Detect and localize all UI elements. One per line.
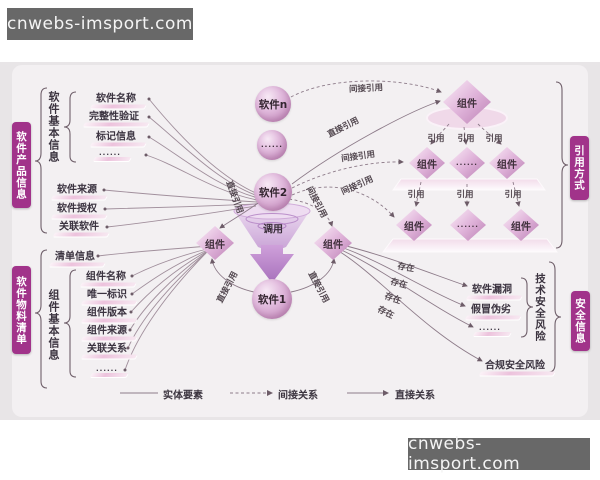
edge-label-ref: 引用	[457, 134, 475, 144]
item-tag-info: 标记信息	[96, 128, 136, 143]
item-product-ellipsis: ......	[99, 149, 121, 157]
item-risk-ellipsis: ......	[479, 324, 501, 332]
edge-label-ref: 引用	[407, 190, 425, 200]
watermark-bottom: cnwebs-imsport.com	[408, 434, 590, 474]
item-compliance-security-risk: 合规安全风险	[485, 357, 545, 372]
edge-label-call: 调用	[263, 224, 283, 236]
label-component-basic-info: 组件基本信息	[47, 289, 60, 361]
item-component-source: 组件来源	[87, 322, 127, 337]
sphere-software-ellipsis: ......	[257, 130, 287, 160]
sphere-software-2: 软件2	[254, 173, 292, 211]
item-counterfeit: 假冒伪劣	[471, 301, 511, 316]
item-component-version: 组件版本	[87, 304, 127, 319]
group-box-software-bom: 软件物料清单	[12, 266, 31, 354]
edge-label-ref: 引用	[427, 134, 445, 144]
watermark-top: cnwebs-imsport.com	[7, 8, 193, 40]
legend-indirect-label: 间接关系	[278, 390, 318, 402]
edge-label-ref: 引用	[485, 134, 503, 144]
item-related-software: 关联软件	[59, 218, 99, 233]
edge-label-ref: 引用	[456, 190, 474, 200]
label-software-basic-info: 软件基本信息	[47, 91, 60, 163]
sphere-software-n: 软件n	[255, 86, 291, 122]
edge-label-indirect-ref: 间接引用	[348, 83, 384, 95]
edge-label-ref: 引用	[504, 190, 522, 200]
item-relation: 关联关系	[87, 340, 127, 355]
group-box-security-info: 安全信息	[571, 291, 590, 351]
item-bom-ellipsis: ......	[96, 365, 118, 373]
group-box-reference-mode: 引用方式	[570, 136, 589, 200]
legend-direct-label: 直接关系	[395, 390, 435, 402]
label-technical-security-risk: 技术安全风险	[534, 272, 546, 342]
item-integrity-verification: 完整性验证	[89, 108, 139, 123]
watermark-text: cnwebs-imsport.com	[408, 434, 521, 474]
sphere-software-1: 软件1	[252, 279, 292, 319]
item-component-name: 组件名称	[86, 268, 126, 283]
item-software-license: 软件授权	[57, 200, 97, 215]
watermark-text: cnwebs-imsport.com	[7, 14, 193, 34]
item-software-vulnerability: 软件漏洞	[472, 281, 512, 296]
group-box-software-product-info: 软件产品信息	[12, 122, 31, 208]
item-software-name: 软件名称	[96, 90, 136, 105]
item-unique-id: 唯一标识	[87, 286, 127, 301]
item-list-info: 清单信息	[55, 248, 95, 263]
legend-entity-label: 实体要素	[163, 390, 203, 402]
item-software-source: 软件来源	[57, 181, 97, 196]
